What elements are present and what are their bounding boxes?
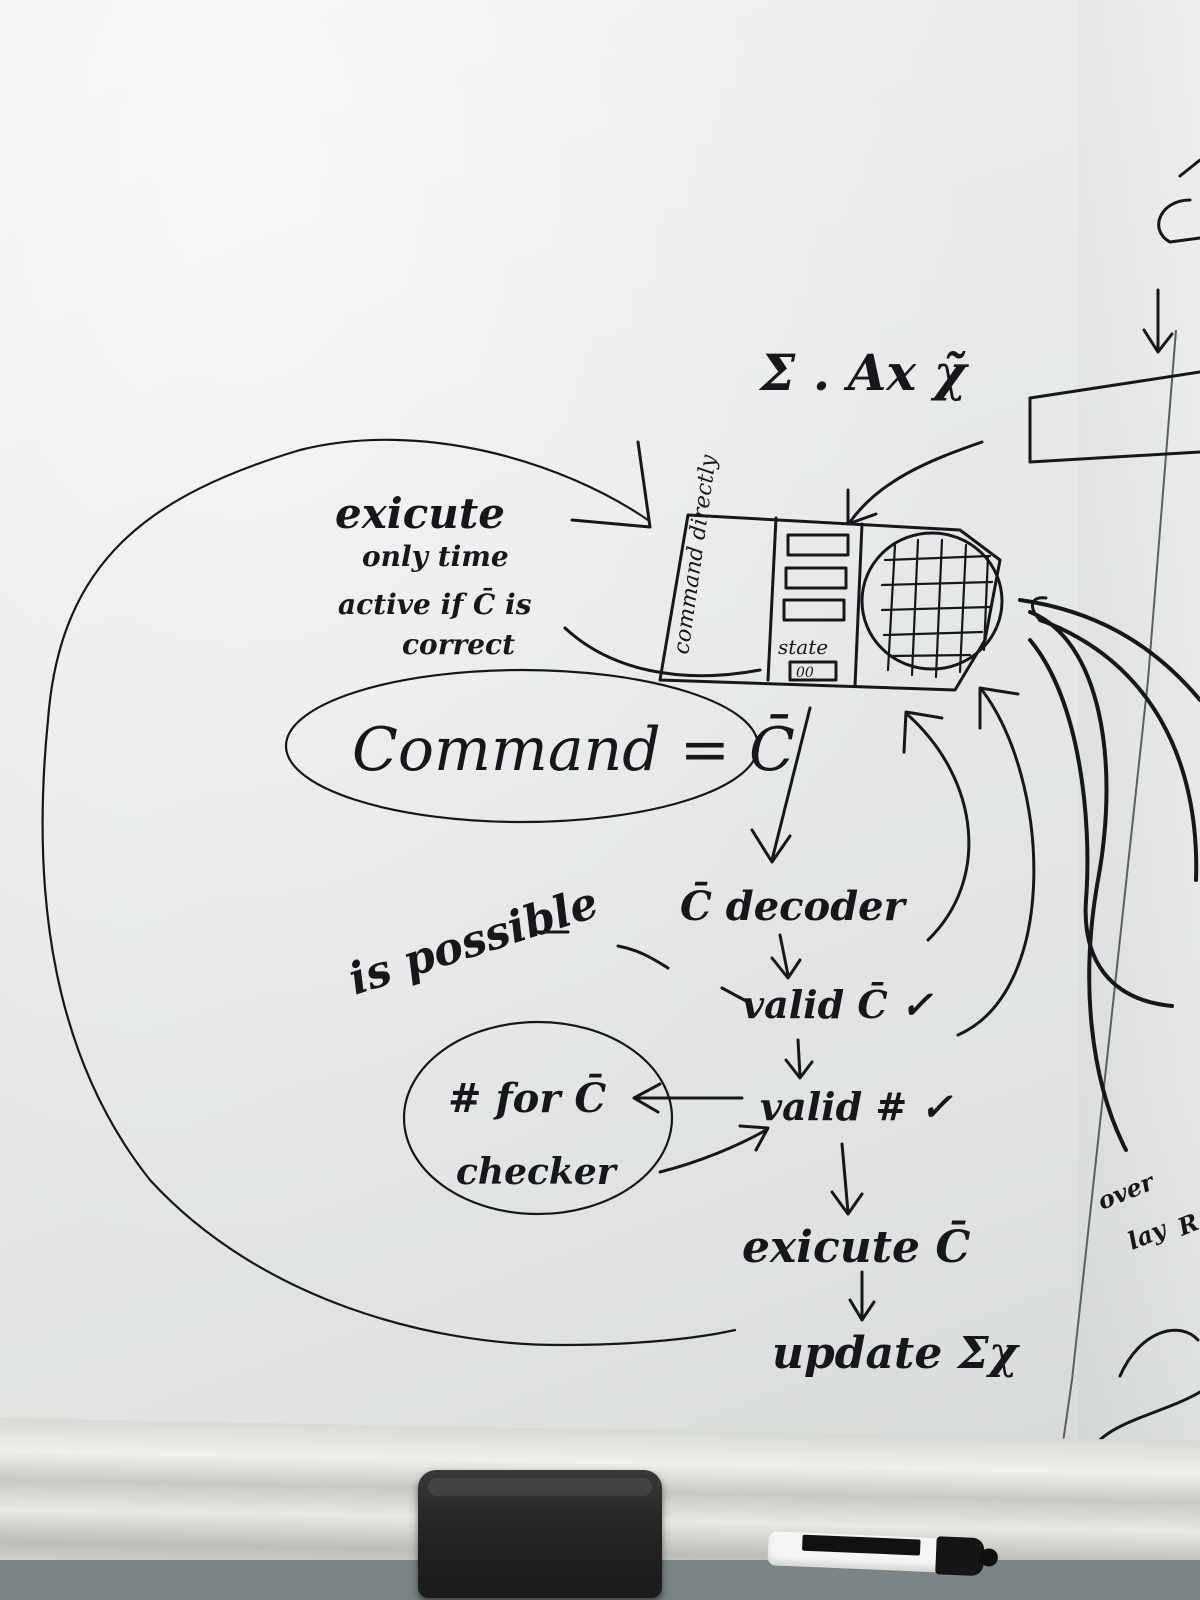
loop-arrowhead [570,440,652,529]
right-cable-4 [1018,598,1200,702]
note-line-4: correct [402,628,515,661]
right-edge-line-1: over [1093,1166,1160,1215]
flow-step-2: valid C̄ ✓ [742,982,933,1027]
upper-right-arrow [1142,288,1174,354]
dry-erase-marker [767,1525,999,1581]
flow-step-5: update Σχ [772,1328,1021,1379]
marker-tip [979,1548,999,1567]
checker-ellipse [402,1020,674,1216]
note-line-2: only time [362,540,509,573]
checker-line-1: # for C̄ [448,1075,606,1122]
panel-seam-line [1045,329,1177,1561]
flow-step-4: exicute C̄ [742,1219,970,1273]
command-equation: Command = C̄ [352,714,795,785]
checker-to-validnum-arrow [658,1124,770,1174]
top-symbols: Σ . Ax χ̃ [758,343,970,402]
whiteboard-eraser [418,1470,662,1598]
is-possible-text: is possible [343,877,605,1005]
right-lower-scribble [1098,1328,1200,1442]
symbols-to-box-arrow [846,440,984,526]
decoder-feedback-arrow [902,710,971,942]
validnum-to-checker-arrow [632,1082,744,1114]
valid-feedback-arrow [956,686,1036,1037]
right-edge-line-2: lay [1123,1213,1172,1255]
valid-to-validnum-arrow [784,1038,814,1080]
box-label-state: state [778,635,828,659]
checker-line-2: checker [456,1151,619,1193]
note-line-3: active if C̄ is [338,587,532,621]
dashed-connector [533,930,750,1004]
command-equation-ellipse [284,668,760,824]
eraser-top-highlight [428,1478,652,1496]
upper-right-box [1028,370,1200,464]
whiteboard-right-panel [1078,0,1200,1600]
feedback-loop-curve [41,438,737,1347]
decoder-to-valid-arrow [770,933,802,980]
upper-right-glyph [1157,158,1200,244]
marker-cap [935,1536,985,1577]
right-hook-stroke [1031,596,1048,622]
execute-to-update-arrow [848,1270,876,1322]
right-edge-line-3: R [1172,1207,1200,1242]
validnum-to-execute-arrow [830,1142,864,1216]
command-box-sketch: command directly state 00 [658,453,1004,692]
right-cable-3 [1028,638,1174,1008]
right-cable-1 [1028,610,1128,1152]
right-cable-2 [1038,618,1199,882]
flow-step-1: C̄ decoder [680,883,908,930]
flow-step-3: valid # ✓ [760,1084,952,1129]
note-line-1: exicute [335,489,505,538]
box-to-decoder-arrow [750,706,812,864]
box-label-left: command directly [669,453,722,656]
note-to-box-arrow [563,626,762,678]
box-label-small: 00 [796,665,814,681]
